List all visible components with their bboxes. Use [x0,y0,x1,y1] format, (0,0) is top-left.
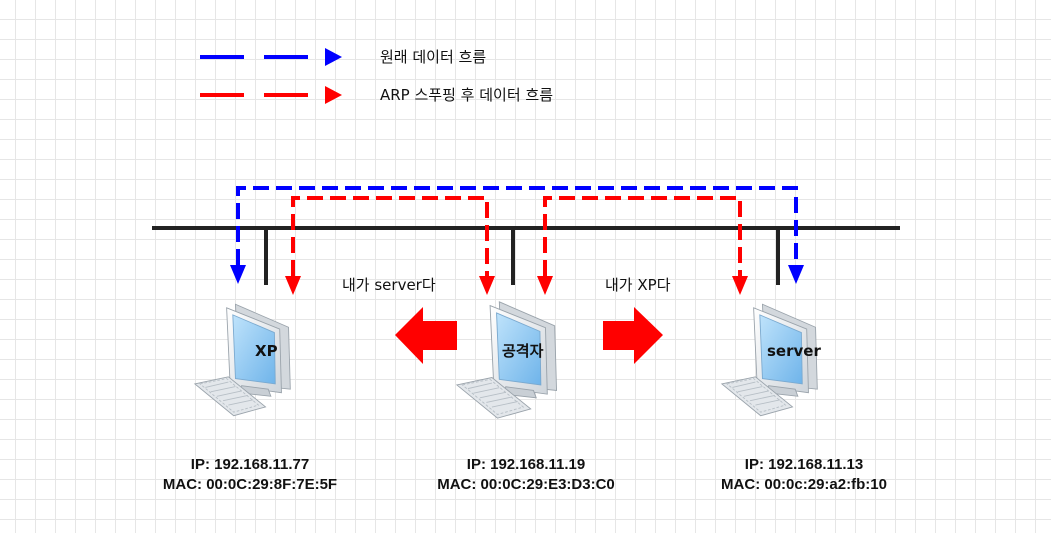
original-flow [230,186,804,284]
original-flow-path [236,186,798,265]
spoofed-flow-path-server [543,196,742,276]
original-flow-arrowhead-server [788,265,804,284]
attacker-mac: MAC: 00:0C:29:E3:D3:C0 [437,476,615,493]
legend: 원래 데이터 흐름 ARP 스푸핑 후 데이터 흐름 [200,48,553,104]
right-block-arrow [603,307,663,364]
legend-original-arrowhead [325,48,342,66]
host-xp: XP [194,303,291,417]
claim-to-server: 내가 XP다 [605,276,671,294]
spoofed-flow-arrowhead-attacker-left [479,276,495,295]
spoofed-flow [285,196,748,295]
network-bus [152,226,900,285]
xp-screen-label: XP [255,342,278,360]
left-block-arrow [395,307,457,364]
xp-computer-icon [194,303,291,417]
claim-to-xp: 내가 server다 [342,276,436,294]
original-flow-arrowhead-xp [230,265,246,284]
spoofed-flow-path-xp [291,196,489,276]
attacker-screen-label: 공격자 [502,342,544,360]
poison-arrows [395,307,663,364]
server-computer-icon [721,303,818,417]
host-server: server [721,303,821,417]
host-attacker: 공격자 [456,301,558,419]
spoofed-flow-arrowhead-xp [285,276,301,295]
server-ip: IP: 192.168.11.13 [745,456,863,473]
xp-ip: IP: 192.168.11.77 [191,456,309,473]
spoofed-flow-arrowhead-server [732,276,748,295]
server-mac: MAC: 00:0c:29:a2:fb:10 [721,476,887,493]
xp-mac: MAC: 00:0C:29:8F:7E:5F [163,476,337,493]
server-screen-label: server [767,342,821,360]
legend-spoofed-label: ARP 스푸핑 후 데이터 흐름 [380,86,553,104]
legend-original-label: 원래 데이터 흐름 [380,48,486,66]
spoofed-flow-arrowhead-attacker-right [537,276,553,295]
attacker-computer-icon [456,301,558,419]
legend-spoofed-arrowhead [325,86,342,104]
attacker-ip: IP: 192.168.11.19 [467,456,585,473]
